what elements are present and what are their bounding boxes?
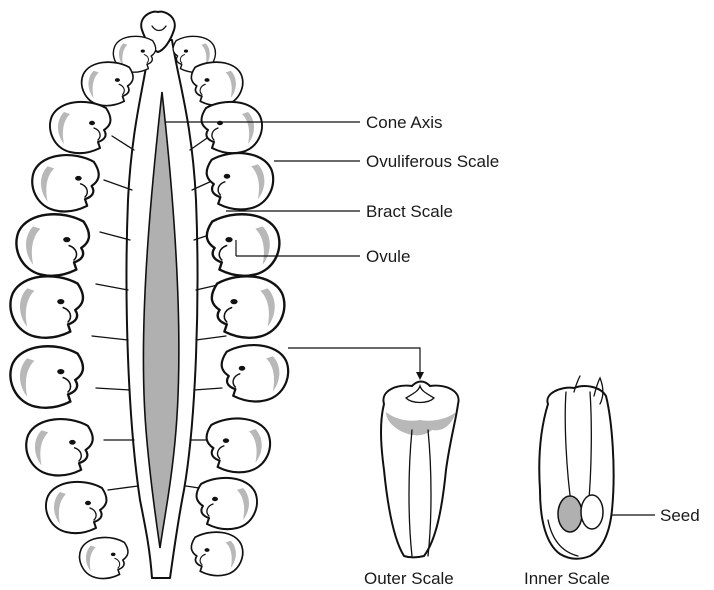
outer-scale-drawing [381,382,459,558]
label-cone-axis: Cone Axis [366,113,443,132]
inner-scale-drawing [539,376,613,559]
label-ovule: Ovule [366,247,410,266]
label-seed: Seed [660,506,700,525]
label-ovuliferous-scale: Ovuliferous Scale [366,152,499,171]
label-inner-scale: Inner Scale [524,569,610,588]
label-bract-scale: Bract Scale [366,202,453,221]
label-outer-scale: Outer Scale [364,569,454,588]
